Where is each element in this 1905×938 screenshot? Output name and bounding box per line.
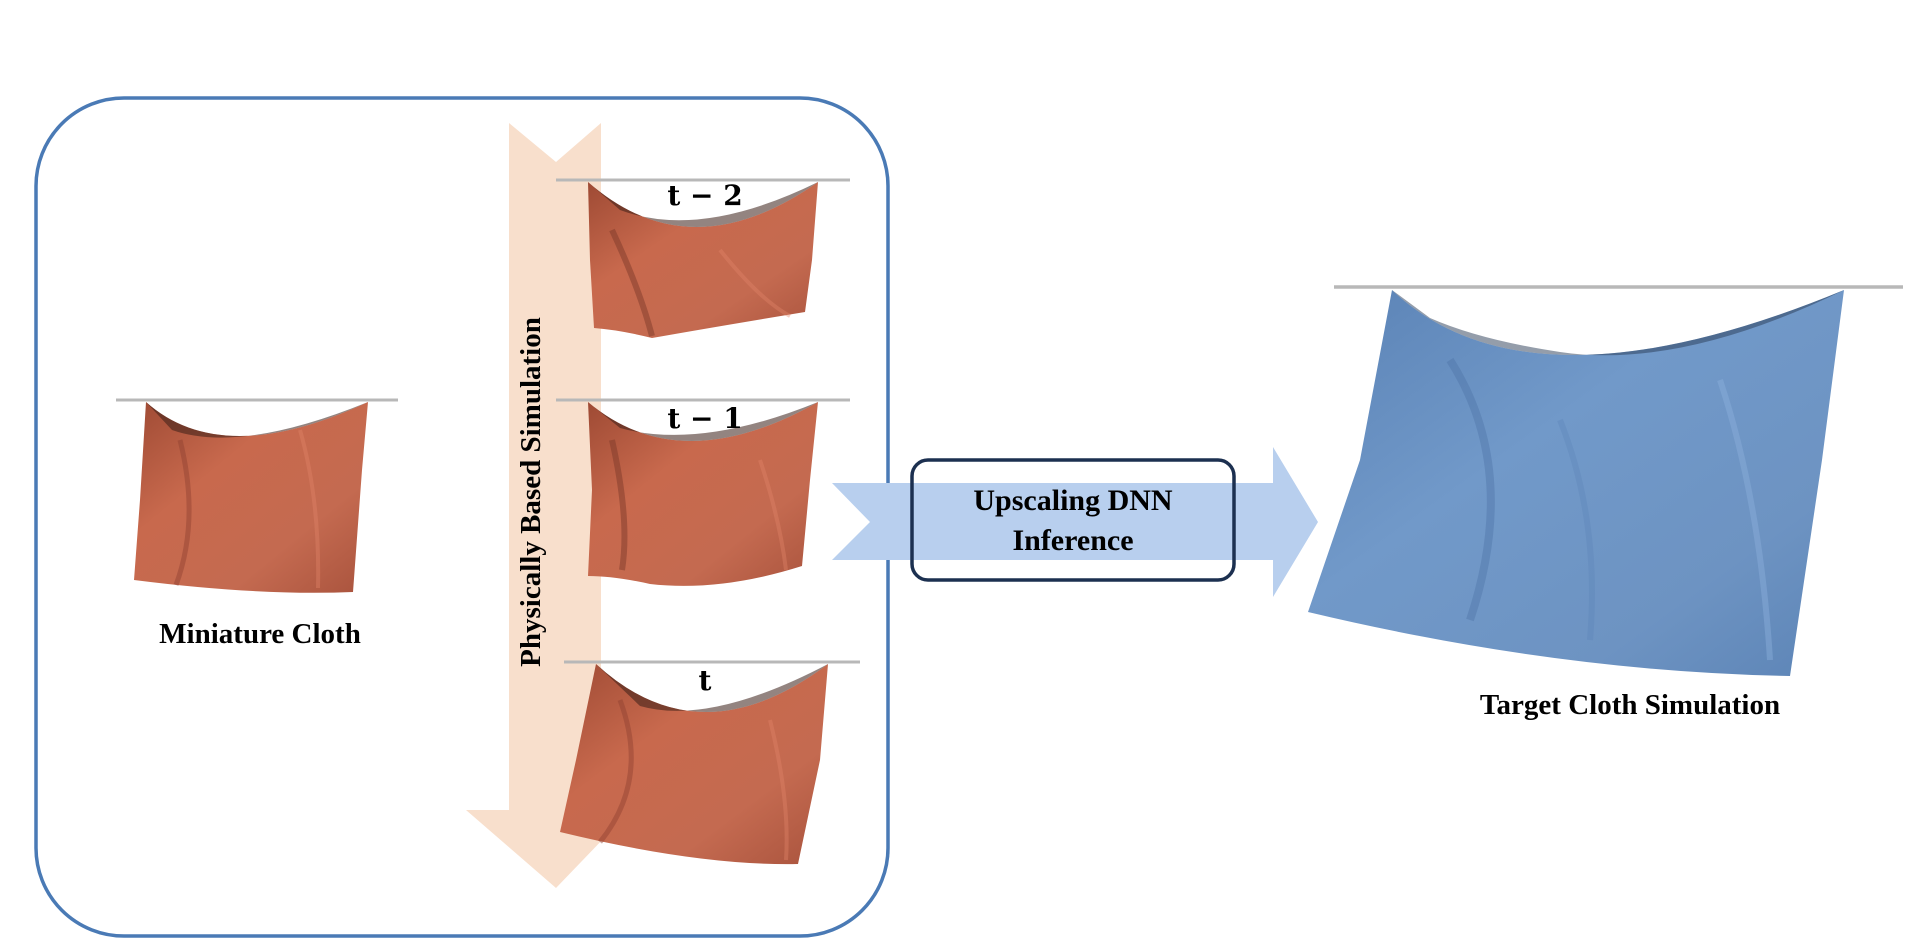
upscaling-arrow (832, 447, 1318, 597)
dnn-box (910, 458, 1236, 582)
dnn-label-line1: Upscaling DNN (973, 484, 1173, 517)
cloth-frame-t (560, 660, 860, 865)
frame-t-minus-2-label: t − 2 (667, 179, 742, 212)
miniature-label: Miniature Cloth (159, 618, 361, 650)
dnn-label-line2: Inference (1012, 524, 1133, 557)
pbs-label: Physically Based Simulation (515, 317, 547, 667)
frame-t-minus-1-label: t − 1 (667, 402, 742, 435)
miniature-cloth (116, 398, 398, 593)
target-cloth (1308, 285, 1903, 676)
target-label: Target Cloth Simulation (1480, 689, 1780, 721)
cloth-frame-t-minus-2 (556, 178, 850, 338)
cloth-frame-t-minus-1 (556, 398, 850, 586)
frame-t-label: t (699, 664, 712, 697)
